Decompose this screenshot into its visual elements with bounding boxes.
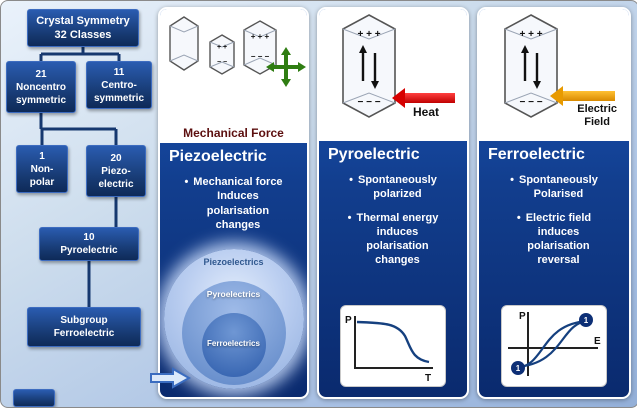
mechanical-force-label: Mechanical Force [183,126,284,140]
node-piezoelectric: 20 Piezo- electric [86,145,146,197]
svg-text:1: 1 [584,316,589,325]
node-pyroelectric: 10 Pyroelectric [39,227,139,261]
svg-text:− − −: − − − [251,52,270,61]
node-nonpolar: 1 Non- polar [16,145,68,193]
hysteresis-marker-1: 1 [579,313,593,327]
heat-arrow-icon [392,88,455,108]
svg-text:+ +: + + [217,44,227,51]
ferroelectric-bullet-2: Electric field induces polarisation reve… [485,211,623,268]
graph-xlabel: E [594,336,601,347]
graph-ylabel: P [519,311,526,322]
pyroelectric-illustration: + + + − − − Heat [319,9,467,141]
svg-text:− − −: − − − [357,97,380,108]
panel-ferroelectric: + + + − − − Electric Field Ferroelectric… [477,7,631,399]
node-noncentrosymmetric: 21 Noncentro symmetric [6,61,76,113]
piezoelectric-title: Piezoelectric [169,148,267,165]
electric-field-arrow-icon [550,86,615,106]
venn-circles: Piezoelectrics Pyroelectrics Ferroelectr… [160,247,307,397]
svg-text:+ + +: + + + [519,29,542,40]
svg-text:− − −: − − − [519,97,542,108]
node-subgroup-ferroelectric: Subgroup Ferroelectric [27,307,141,347]
venn-outer-label: Piezoelectrics [203,257,264,267]
pyroelectric-bullet-2: Thermal energy induces polarisation chan… [325,211,461,268]
heat-label: Heat [412,105,439,119]
piezoelectric-bullet-text: Mechanical force Induces polarisation ch… [193,176,283,231]
pointer-arrow-icon [150,367,191,389]
force-arrows-icon [266,47,306,87]
svg-text:+ + +: + + + [251,32,270,41]
crystal-icon: + + + − − − [504,14,558,118]
venn-inner-label: Ferroelectrics [207,339,260,348]
node-crystal-symmetry: Crystal Symmetry 32 Classes [27,9,139,47]
electric-field-label: Electric Field [577,103,617,128]
crystal-icon: + + + − − − [342,14,396,118]
pyroelectric-bullet-1: Spontaneously polarized [325,173,461,202]
hysteresis-graph: P E 1 1 [501,305,607,387]
venn-inner-circle: Ferroelectrics [201,313,266,377]
pyroelectric-graph: P T [340,305,446,387]
pyroelectric-bullet-2-text: Thermal energy induces polarisation chan… [356,211,439,267]
graph-ylabel: P [345,315,352,326]
piezoelectric-illustration: + + − − + + + − − − Mechanical Force [160,9,307,143]
ferroelectric-illustration: + + + − − − Electric Field [479,9,629,141]
piezoelectric-bullet: Mechanical force Induces polarisation ch… [166,175,301,232]
svg-text:− −: − − [217,59,227,66]
graph-xlabel: T [425,373,431,384]
crystal-icons: + + − − + + + − − − [169,16,306,87]
ferroelectric-bullet-2-text: Electric field induces polarisation reve… [525,211,592,267]
panel-pyroelectric: + + + − − − Heat Pyroelectric Spontaneou… [317,7,469,399]
svg-text:1: 1 [516,364,521,373]
pyroelectric-title: Pyroelectric [328,146,420,163]
ferroelectric-bullet-1: Spontaneously Polarised [485,173,623,202]
node-cropped [13,389,55,407]
pyroelectric-bullet-1-text: Spontaneously polarized [358,174,437,201]
panel-piezoelectric: + + − − + + + − − − Mechanical Force [158,7,309,399]
ferroelectric-title: Ferroelectric [488,146,585,163]
venn-middle-label: Pyroelectrics [206,289,261,299]
hysteresis-marker-2: 1 [511,361,525,375]
ferroelectric-bullet-1-text: Spontaneously Polarised [519,174,598,201]
node-centrosymmetric: 11 Centro- symmetric [86,61,152,109]
svg-text:+ + +: + + + [357,29,380,40]
